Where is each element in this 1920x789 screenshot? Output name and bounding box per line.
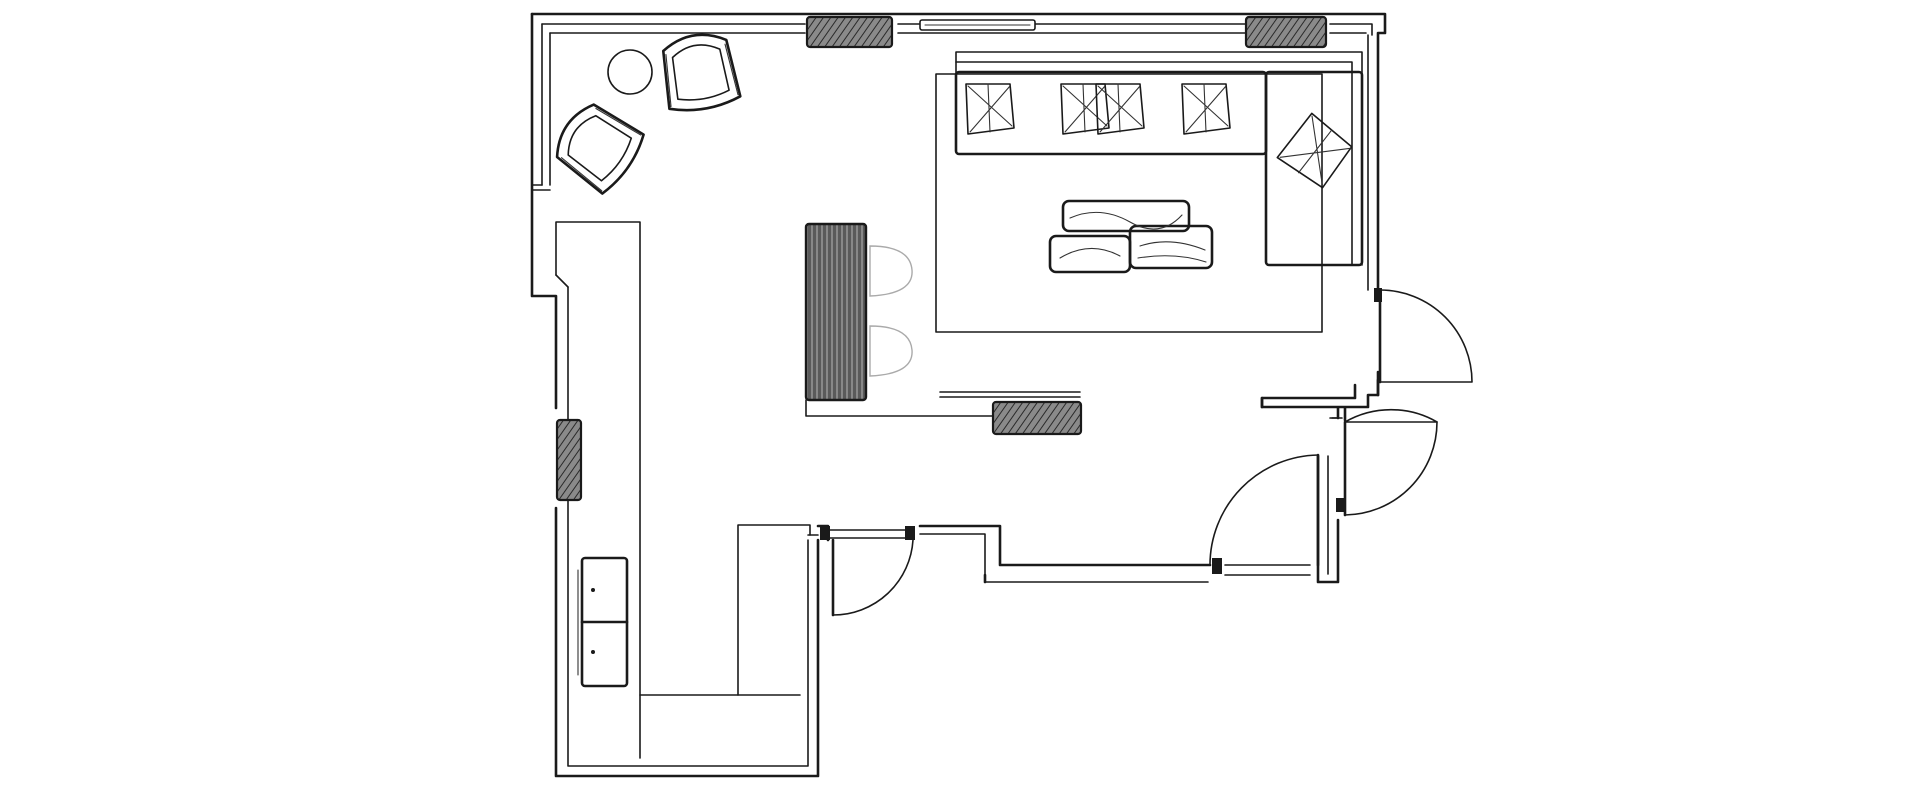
doors bbox=[820, 288, 1473, 617]
right-partition bbox=[1260, 396, 1339, 419]
armchair-top bbox=[661, 33, 742, 112]
desk bbox=[804, 222, 868, 402]
desk-area bbox=[804, 222, 1081, 417]
windows bbox=[555, 15, 1328, 502]
door-lower-center bbox=[1209, 453, 1320, 574]
rug bbox=[935, 73, 1323, 333]
cushions bbox=[965, 83, 1353, 189]
living-area bbox=[935, 51, 1364, 333]
door-upper-right bbox=[1374, 288, 1473, 384]
desk-chair-top bbox=[869, 245, 913, 297]
door-lower-right bbox=[1336, 408, 1438, 517]
sofa-chaise bbox=[1264, 70, 1364, 267]
desk-chair-bottom bbox=[869, 325, 913, 377]
door-lower-left bbox=[820, 526, 915, 617]
side-table bbox=[607, 49, 653, 95]
window-middle bbox=[991, 400, 1083, 436]
reading-corner bbox=[555, 33, 742, 195]
outer-walls bbox=[530, 12, 1387, 778]
coffee-table bbox=[1048, 199, 1214, 274]
window-left bbox=[555, 418, 583, 502]
window-top-right bbox=[1244, 15, 1328, 49]
armchair-left bbox=[555, 103, 645, 195]
window-top-left bbox=[805, 15, 894, 49]
kitchen-unit bbox=[577, 556, 629, 688]
